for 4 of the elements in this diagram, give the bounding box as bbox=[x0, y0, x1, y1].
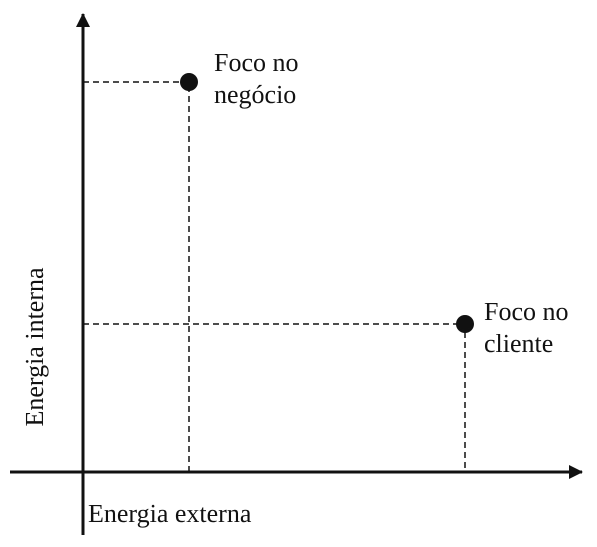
axis-label: Energia externa bbox=[88, 498, 252, 530]
point-label: Foco no cliente bbox=[484, 296, 570, 360]
point-label: Foco no negócio bbox=[214, 47, 300, 111]
axis-label: Energia interna bbox=[19, 267, 50, 427]
